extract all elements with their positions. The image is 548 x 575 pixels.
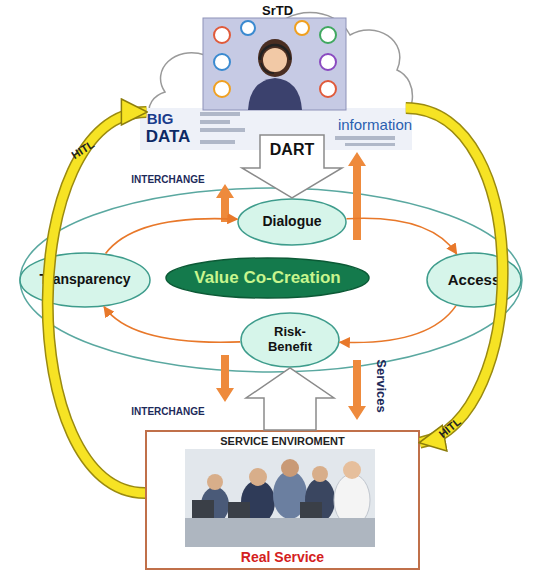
person-body [334, 474, 370, 526]
hollow-arrow [242, 135, 342, 198]
center-label: Value Co-Creation [165, 269, 370, 288]
arrow-label: Services [375, 359, 388, 413]
hitl-arrow [48, 112, 147, 493]
icon-circle [320, 81, 336, 97]
ellipse-shape [20, 253, 150, 307]
agent-hair [258, 39, 292, 77]
edge-label: HITL [70, 139, 97, 161]
person-head [207, 474, 223, 490]
person-body [201, 487, 229, 523]
value-ellipse: Value Co-Creation [165, 257, 370, 299]
arrow-label: INTERCHANGE [131, 175, 204, 185]
dialogue-ellipse: Dialogue [237, 198, 347, 246]
word-bar [200, 112, 240, 116]
transparency-ellipse: Transparency [19, 252, 151, 308]
arrow-outline [48, 112, 147, 493]
person-body [305, 478, 335, 522]
box-heading: SERVICE ENVIROMENT [147, 435, 418, 447]
icon-circle [214, 81, 230, 97]
edge-label: DART [270, 142, 314, 158]
person-head [249, 468, 267, 486]
orange-arrow [216, 355, 234, 402]
ellipse-shape [427, 253, 521, 307]
box-footer: Real Service [147, 549, 418, 565]
person-head [312, 466, 328, 482]
icon-circle [241, 21, 255, 35]
icon-circle [320, 54, 336, 70]
monitor [228, 502, 250, 518]
node-outline [135, 0, 420, 135]
icon-circle [214, 54, 230, 70]
risk-ellipse: Risk- Benefit [240, 312, 340, 368]
arrow-outline [406, 108, 503, 443]
hitl-arrow [406, 108, 503, 443]
orange-arrow [348, 360, 366, 420]
word-cloud-text: BIG [147, 111, 174, 126]
monitor [192, 500, 214, 518]
cycle-arrow [104, 307, 240, 342]
ellipse-label: Transparency [19, 272, 151, 287]
word-cloud-text: information [338, 117, 412, 132]
ellipse-shape [238, 199, 346, 245]
agent-microphone [261, 63, 274, 73]
cycle-arrow [106, 219, 238, 254]
word-cloud-band [140, 108, 412, 150]
cycle-arrow [347, 218, 457, 254]
word-bar [200, 140, 235, 144]
desk [185, 518, 375, 547]
person-body [241, 480, 275, 524]
agent-body [248, 78, 302, 110]
cloud-title: SrTD [135, 3, 420, 18]
cloud-shape [149, 13, 412, 131]
orange-arrow [348, 152, 366, 240]
ellipse-label: Dialogue [237, 214, 347, 229]
ellipse-label: Risk- Benefit [258, 325, 322, 355]
outer-ellipse [20, 188, 522, 372]
arrow-label: INTERCHANGE [131, 407, 204, 417]
agent-headset [260, 45, 290, 60]
person-body [273, 471, 307, 519]
service-photo [185, 449, 375, 547]
hollow-arrow [246, 368, 334, 430]
arrow-body [406, 108, 503, 443]
agent-picture [203, 18, 346, 110]
word-bar [335, 136, 395, 140]
arrow-body [48, 112, 147, 493]
cycle-arrow [340, 306, 456, 343]
word-bar [345, 143, 395, 146]
cloud-node: SrTD [135, 0, 420, 135]
icon-circle [320, 27, 336, 43]
icon-circle [214, 27, 230, 43]
monitor [300, 502, 322, 518]
orange-arrow [216, 184, 234, 222]
word-cloud-text: DATA [146, 128, 191, 145]
access-ellipse: Access [426, 252, 522, 308]
person-head [281, 459, 299, 477]
ellipse-label: Access [426, 272, 522, 289]
agent-face [263, 48, 287, 72]
ellipse-shape [241, 313, 339, 367]
ellipse-shape [166, 258, 369, 298]
service-box: SERVICE ENVIROMENT Real Service [145, 430, 420, 570]
person-head [343, 461, 361, 479]
word-bar [200, 128, 245, 132]
edge-label: HITL [437, 416, 463, 440]
icon-circle [295, 21, 309, 35]
word-bar [200, 120, 230, 124]
